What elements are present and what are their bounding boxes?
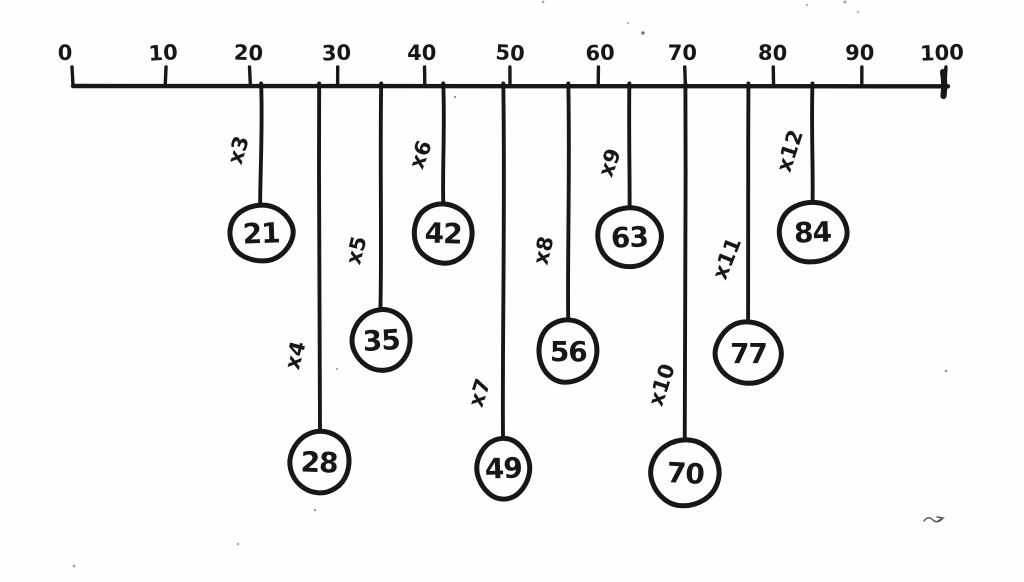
axis-tick-label-90: 90 <box>845 41 874 65</box>
value-text: 42 <box>424 216 462 250</box>
hanging-multiple-56: 56 x8 <box>529 81 600 385</box>
hanging-multiple-35: 35 x5 <box>341 81 413 373</box>
value-circle <box>648 437 722 509</box>
string-line <box>682 81 688 443</box>
multiplier-label: x4 <box>280 338 310 371</box>
multiplier-label: x11 <box>708 234 746 283</box>
speck <box>453 95 457 99</box>
value-circle <box>536 317 600 385</box>
value-text: 21 <box>242 216 280 250</box>
multiplier-label: x3 <box>223 133 254 167</box>
value-circle <box>411 201 475 266</box>
axis-tick-label-0: 0 <box>58 41 73 65</box>
scan-noise-specks <box>72 0 948 568</box>
pen-squiggle-mark <box>923 516 945 523</box>
axis-tick-0 <box>70 65 75 88</box>
multiplier-label: x10 <box>644 361 680 409</box>
string-line <box>810 81 815 205</box>
value-circle <box>227 202 296 264</box>
value-circle <box>287 428 352 496</box>
hanging-multiple-84: 84 x12 <box>772 81 850 265</box>
axis-tick-label-60: 60 <box>585 40 615 65</box>
speck <box>313 508 317 512</box>
multiplier-label: x12 <box>772 127 808 175</box>
speck <box>72 564 76 568</box>
axis-tick-label-10: 10 <box>148 40 178 65</box>
string-line <box>500 81 506 441</box>
hanging-multiple-49: 49 x7 <box>464 81 533 502</box>
hanging-multiple-63: 63 x9 <box>594 81 664 270</box>
value-text: 77 <box>730 337 767 370</box>
value-text: 63 <box>610 220 648 254</box>
value-text: 70 <box>666 456 705 491</box>
value-circle <box>712 319 784 386</box>
axis-tick-10 <box>163 65 168 88</box>
multiplier-label: x7 <box>464 376 496 410</box>
speck <box>335 367 339 371</box>
axis-tick-label-50: 50 <box>495 40 525 65</box>
speck <box>944 369 948 373</box>
hanging-multiple-21: 21 x3 <box>223 81 296 264</box>
multiplier-label: x6 <box>405 137 437 172</box>
hanging-multiple-70: 70 x10 <box>644 81 722 509</box>
speck <box>843 0 847 4</box>
axis: 0 10 20 30 40 50 60 70 80 90 100 <box>58 40 965 100</box>
value-circle <box>595 205 664 270</box>
multiplier-label: x9 <box>594 145 626 180</box>
speck <box>626 21 630 25</box>
value-text: 28 <box>300 445 338 479</box>
axis-tick-100 <box>943 65 948 88</box>
value-text: 35 <box>362 323 401 358</box>
string-line <box>317 81 322 434</box>
axis-tick-label-80: 80 <box>758 40 788 65</box>
speck <box>805 3 809 7</box>
string-line <box>441 81 446 207</box>
multiplier-label: x8 <box>529 234 559 267</box>
value-circle <box>776 199 850 265</box>
hanging-multiple-28: 28 x4 <box>280 81 352 496</box>
string-line <box>378 81 384 314</box>
string-line <box>627 81 632 210</box>
axis-tick-label-30: 30 <box>322 40 352 65</box>
axis-line <box>70 83 951 89</box>
axis-tick-label-40: 40 <box>407 41 436 65</box>
value-text: 56 <box>550 335 587 368</box>
speck <box>236 542 240 546</box>
axis-tick-label-20: 20 <box>233 40 263 65</box>
hanging-multiple-42: 42 x6 <box>405 81 475 266</box>
speck <box>856 10 860 14</box>
value-circle <box>474 435 533 502</box>
string-line <box>566 81 571 323</box>
hanging-multiple-77: 77 x11 <box>708 81 784 386</box>
multiplier-label: x5 <box>341 234 371 267</box>
value-text: 84 <box>793 215 832 249</box>
value-circle <box>349 307 413 373</box>
speck <box>641 31 645 35</box>
speck <box>541 0 545 4</box>
axis-tick-label-100: 100 <box>920 40 965 66</box>
axis-tick-label-70: 70 <box>668 41 697 65</box>
string-line <box>258 81 264 209</box>
axis-tick-20 <box>247 65 253 88</box>
value-text: 49 <box>484 451 522 485</box>
